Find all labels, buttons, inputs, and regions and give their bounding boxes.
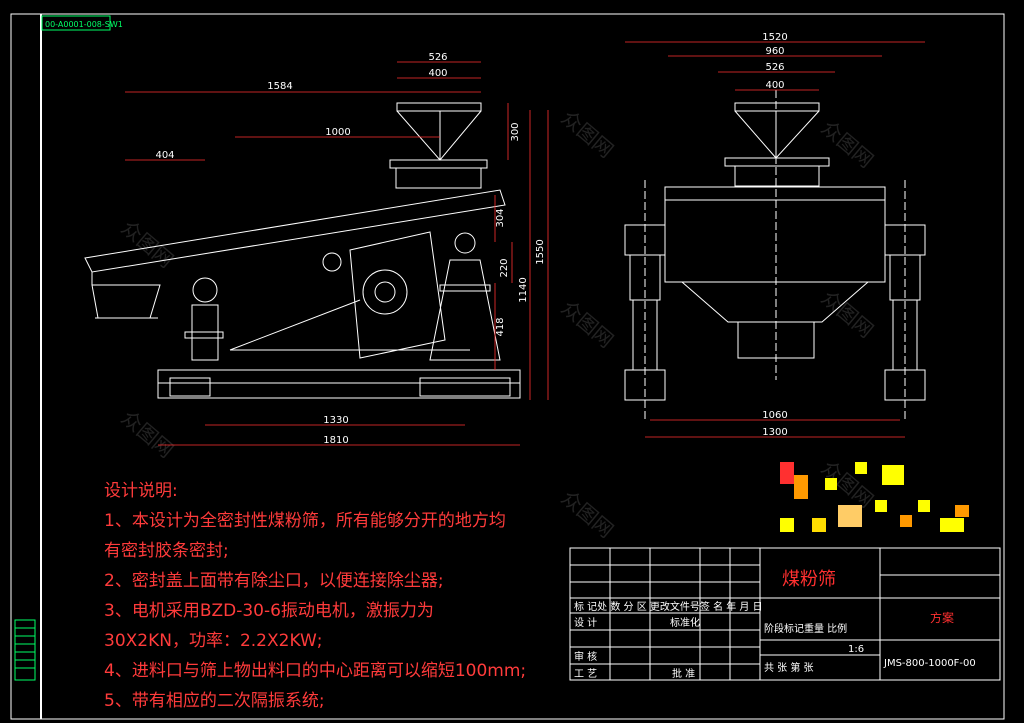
note-line: 30X2KN，功率：2.2X2KW; — [104, 631, 323, 651]
dim-1140: 1140 — [518, 277, 529, 302]
note-line: 1、本设计为全密封性煤粉筛，所有能够分开的地方均 — [104, 511, 506, 531]
design-label: 设 计 — [574, 616, 597, 629]
watermark-text: 众图网 — [117, 405, 178, 462]
watermark-text: 众图网 — [817, 115, 878, 172]
note-line: 2、密封盖上面带有除尘口，以便连接除尘器; — [104, 571, 444, 591]
dim-404: 404 — [155, 150, 174, 161]
note-line: 4、进料口与筛上物出料口的中心距离可以缩短100mm; — [104, 661, 526, 681]
drawing-number: JMS-800-1000F-00 — [883, 658, 976, 669]
inner-frame-left — [40, 14, 42, 719]
dim-1584: 1584 — [267, 81, 292, 92]
revision-row: 标 记处 数 分 区 更改文件号签 名 年 月 日 — [574, 600, 763, 613]
design-notes: 设计说明: 1、本设计为全密封性煤粉筛，所有能够分开的地方均 有密封胶条密封; … — [104, 481, 526, 711]
side-view: 1520 960 526 400 1060 1300 — [624, 32, 926, 438]
note-line: 5、带有相应的二次隔振系统; — [104, 691, 325, 711]
dim-1000: 1000 — [325, 127, 350, 138]
process-label: 工 艺 — [574, 668, 597, 680]
watermark-text: 众图网 — [557, 295, 618, 352]
dim-526: 526 — [428, 52, 447, 63]
sheets-label: 共 张 第 张 — [764, 661, 814, 674]
dim-1060: 1060 — [762, 410, 787, 421]
stage-mass-scale-label: 阶段标记重量 比例 — [764, 622, 847, 635]
dim-400: 400 — [428, 68, 447, 79]
watermark-text: 众图网 — [557, 105, 618, 162]
dim-220: 220 — [499, 258, 510, 277]
notes-heading: 设计说明: — [104, 481, 178, 501]
review-label: 审 核 — [574, 650, 597, 663]
drawing-code-tag: 00-A0001-008-SW1 — [41, 15, 123, 31]
dim-1550: 1550 — [535, 239, 546, 264]
margin-legend — [14, 619, 36, 681]
dim-526: 526 — [765, 62, 784, 73]
pixel-logo — [780, 462, 969, 532]
dim-304: 304 — [495, 208, 506, 227]
drawing-code-text: 00-A0001-008-SW1 — [45, 20, 123, 29]
dim-1300: 1300 — [762, 427, 787, 438]
title-block: 煤粉筛 方案 标 记处 数 分 区 更改文件号签 名 年 月 日 设 计 标准化… — [569, 547, 1001, 681]
approve-label: 批 准 — [672, 667, 695, 680]
watermark-text: 众图网 — [817, 285, 878, 342]
product-name: 煤粉筛 — [782, 569, 836, 590]
dim-1330: 1330 — [323, 415, 348, 426]
standardize-label: 标准化 — [670, 616, 700, 629]
note-line: 有密封胶条密封; — [104, 541, 229, 561]
scale-value: 1:6 — [848, 644, 864, 655]
scheme-label: 方案 — [930, 610, 954, 625]
sheet-border — [10, 13, 1005, 720]
dim-400: 400 — [765, 80, 784, 91]
dim-1520: 1520 — [762, 32, 787, 43]
front-view: 526 400 1584 1000 404 300 304 220 1550 1… — [84, 52, 549, 446]
watermark-text: 众图网 — [557, 485, 618, 542]
dim-300: 300 — [510, 122, 521, 141]
dim-1810: 1810 — [323, 435, 348, 446]
note-line: 3、电机采用BZD-30-6振动电机，激振力为 — [104, 601, 434, 621]
dim-960: 960 — [765, 46, 784, 57]
dim-418: 418 — [495, 317, 506, 336]
